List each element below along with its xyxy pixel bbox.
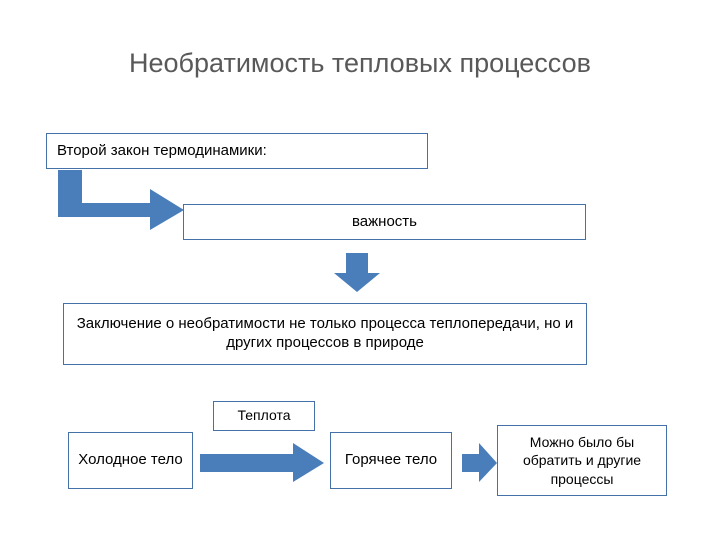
other-processes-box: Можно было бы обратить и другие процессы [497,425,667,496]
conclusion-box: Заключение о необратимости не только про… [63,303,587,365]
page-title: Необратимость тепловых процессов [129,48,591,78]
heat-label-box: Теплота [213,401,315,431]
heat-transfer-arrow-right-icon [200,443,325,488]
hot-body-box: Горячее тело [330,432,452,489]
cold-body-box: Холодное тело [68,432,193,489]
second-law-box: Второй закон термодинамики: [46,133,428,169]
bent-arrow-right-icon [58,170,188,235]
importance-box: важность [183,204,586,240]
arrow-down-icon [333,253,381,298]
other-processes-arrow-right-icon [462,443,498,488]
